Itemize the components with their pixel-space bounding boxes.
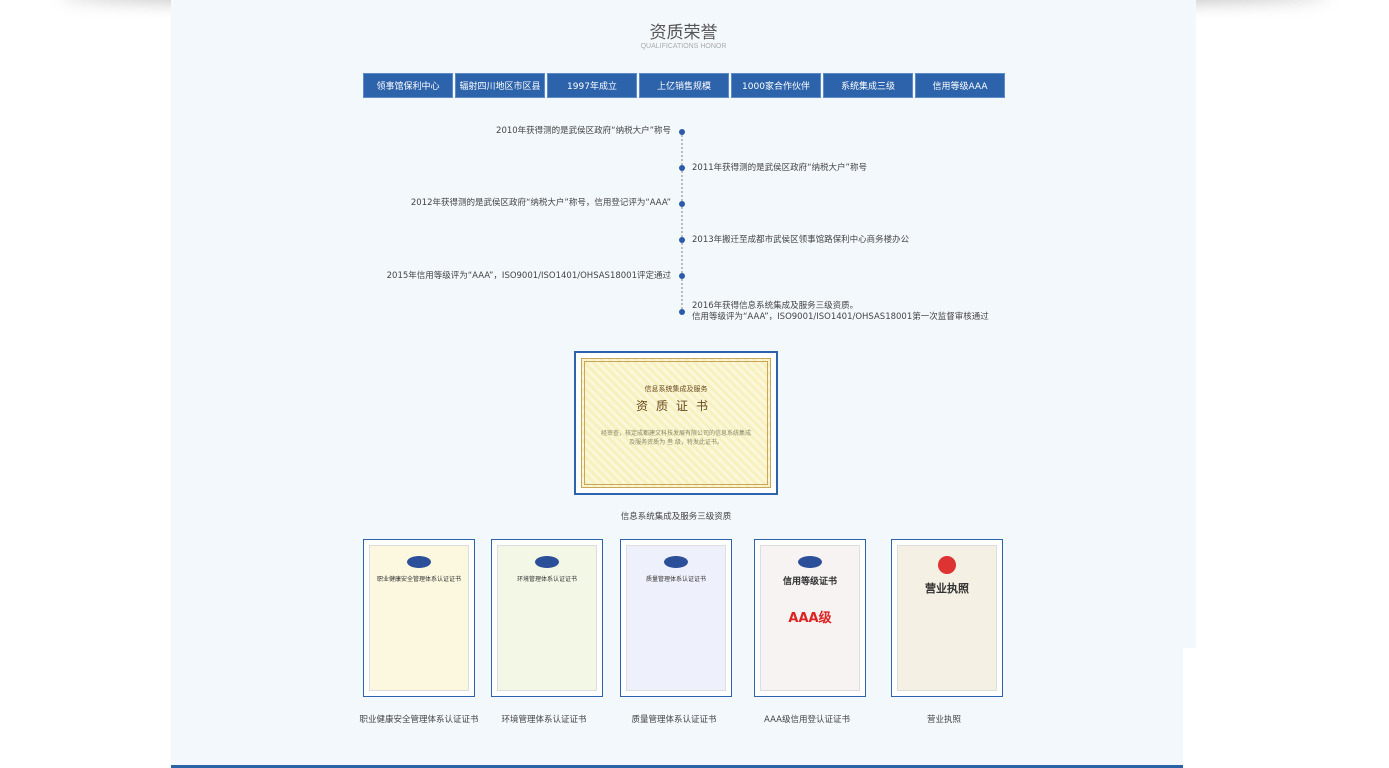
certificate-caption: 职业健康安全管理体系认证证书 (359, 715, 479, 725)
timeline-line (681, 132, 683, 312)
emblem-icon (407, 556, 431, 568)
cert-subtitle: 信息系统集成及服务 (644, 385, 708, 393)
timeline-dot (679, 237, 685, 243)
emblem-icon (535, 556, 559, 568)
cert-badge: AAA级 (788, 611, 832, 626)
cert-title: 资质证书 (635, 399, 716, 413)
certificate-caption: AAA级信用登认证证书 (764, 715, 850, 725)
event-line-1: 2016年获得信息系统集成及服务三级资质。 (692, 301, 859, 311)
certificate-caption: 质量管理体系认证证书 (631, 715, 717, 725)
timeline-event: 2015年信用等级评为“AAA”，ISO9001/ISO1401/OHSAS18… (386, 271, 671, 281)
tab-3[interactable]: 上亿销售规模 (639, 73, 729, 98)
timeline-event: 2011年获得测的是武侯区政府“纳税大户”称号 (692, 163, 867, 173)
timeline-event: 2010年获得测的是武侯区政府“纳税大户”称号 (496, 126, 671, 136)
honor-section: 资质荣誉 QUALIFICATIONS HONOR 领事馆保利中心 辐射四川地区… (171, 0, 1196, 768)
tab-4[interactable]: 1000家合作伙伴 (731, 73, 821, 98)
cert-heading: 质量管理体系认证证书 (645, 576, 706, 583)
certificate-image: 信息系统集成及服务 资质证书 经审查，核定成都建文科技发展有限公司的信息系统集成… (581, 358, 771, 488)
feature-tabs: 领事馆保利中心 辐射四川地区市区县 1997年成立 上亿销售规模 1000家合作… (363, 73, 1005, 98)
cert-heading: 环境管理体系认证证书 (516, 576, 577, 583)
certificate-caption: 环境管理体系认证证书 (501, 715, 587, 725)
timeline-event: 2013年搬迁至成都市武侯区领事馆路保利中心商务楼办公 (692, 235, 910, 245)
certificate-caption: 营业执照 (926, 715, 961, 725)
timeline-event: 2012年获得测的是武侯区政府“纳税大户”称号，信用登记评为“AAA” (410, 198, 671, 208)
emblem-icon (664, 556, 688, 568)
tab-0[interactable]: 领事馆保利中心 (363, 73, 453, 98)
side-panel (1183, 648, 1196, 768)
cert-body: 经审查，核定成都建文科技发展有限公司的信息系统集成及服务资质为 叁 级，特发此证… (600, 430, 751, 446)
section-subtitle: QUALIFICATIONS HONOR (640, 43, 727, 50)
certificate-card[interactable]: 环境管理体系认证证书 (491, 539, 603, 697)
certificate-card[interactable]: 职业健康安全管理体系认证证书 (363, 539, 475, 697)
timeline-dot (679, 129, 685, 135)
featured-certificate[interactable]: 信息系统集成及服务 资质证书 经审查，核定成都建文科技发展有限公司的信息系统集成… (574, 351, 778, 495)
tab-5[interactable]: 系统集成三级 (823, 73, 913, 98)
zpxy-logo-icon (798, 556, 822, 568)
cert-heading: 营业执照 (925, 582, 969, 595)
cert-heading: 职业健康安全管理体系认证证书 (376, 576, 461, 583)
certificate-card[interactable]: 营业执照 (891, 539, 1003, 697)
tab-2[interactable]: 1997年成立 (547, 73, 637, 98)
section-title: 资质荣誉 (649, 23, 718, 43)
cert-heading: 信用等级证书 (782, 577, 837, 587)
timeline-dot (679, 273, 685, 279)
timeline-dot (679, 201, 685, 207)
timeline-dot (679, 309, 685, 315)
certificate-card[interactable]: 信用等级证书 AAA级 (754, 539, 866, 697)
timeline-event: 2016年获得信息系统集成及服务三级资质。信用等级评为“AAA”，ISO9001… (692, 301, 989, 323)
timeline-dot (679, 165, 685, 171)
tab-1[interactable]: 辐射四川地区市区县 (455, 73, 545, 98)
featured-caption: 信息系统集成及服务三级资质 (620, 512, 732, 522)
national-emblem-icon (938, 556, 956, 574)
event-line-2: 信用等级评为“AAA”，ISO9001/ISO1401/OHSAS18001第一… (692, 312, 989, 322)
tab-6[interactable]: 信用等级AAA (915, 73, 1005, 98)
certificate-card[interactable]: 质量管理体系认证证书 (620, 539, 732, 697)
